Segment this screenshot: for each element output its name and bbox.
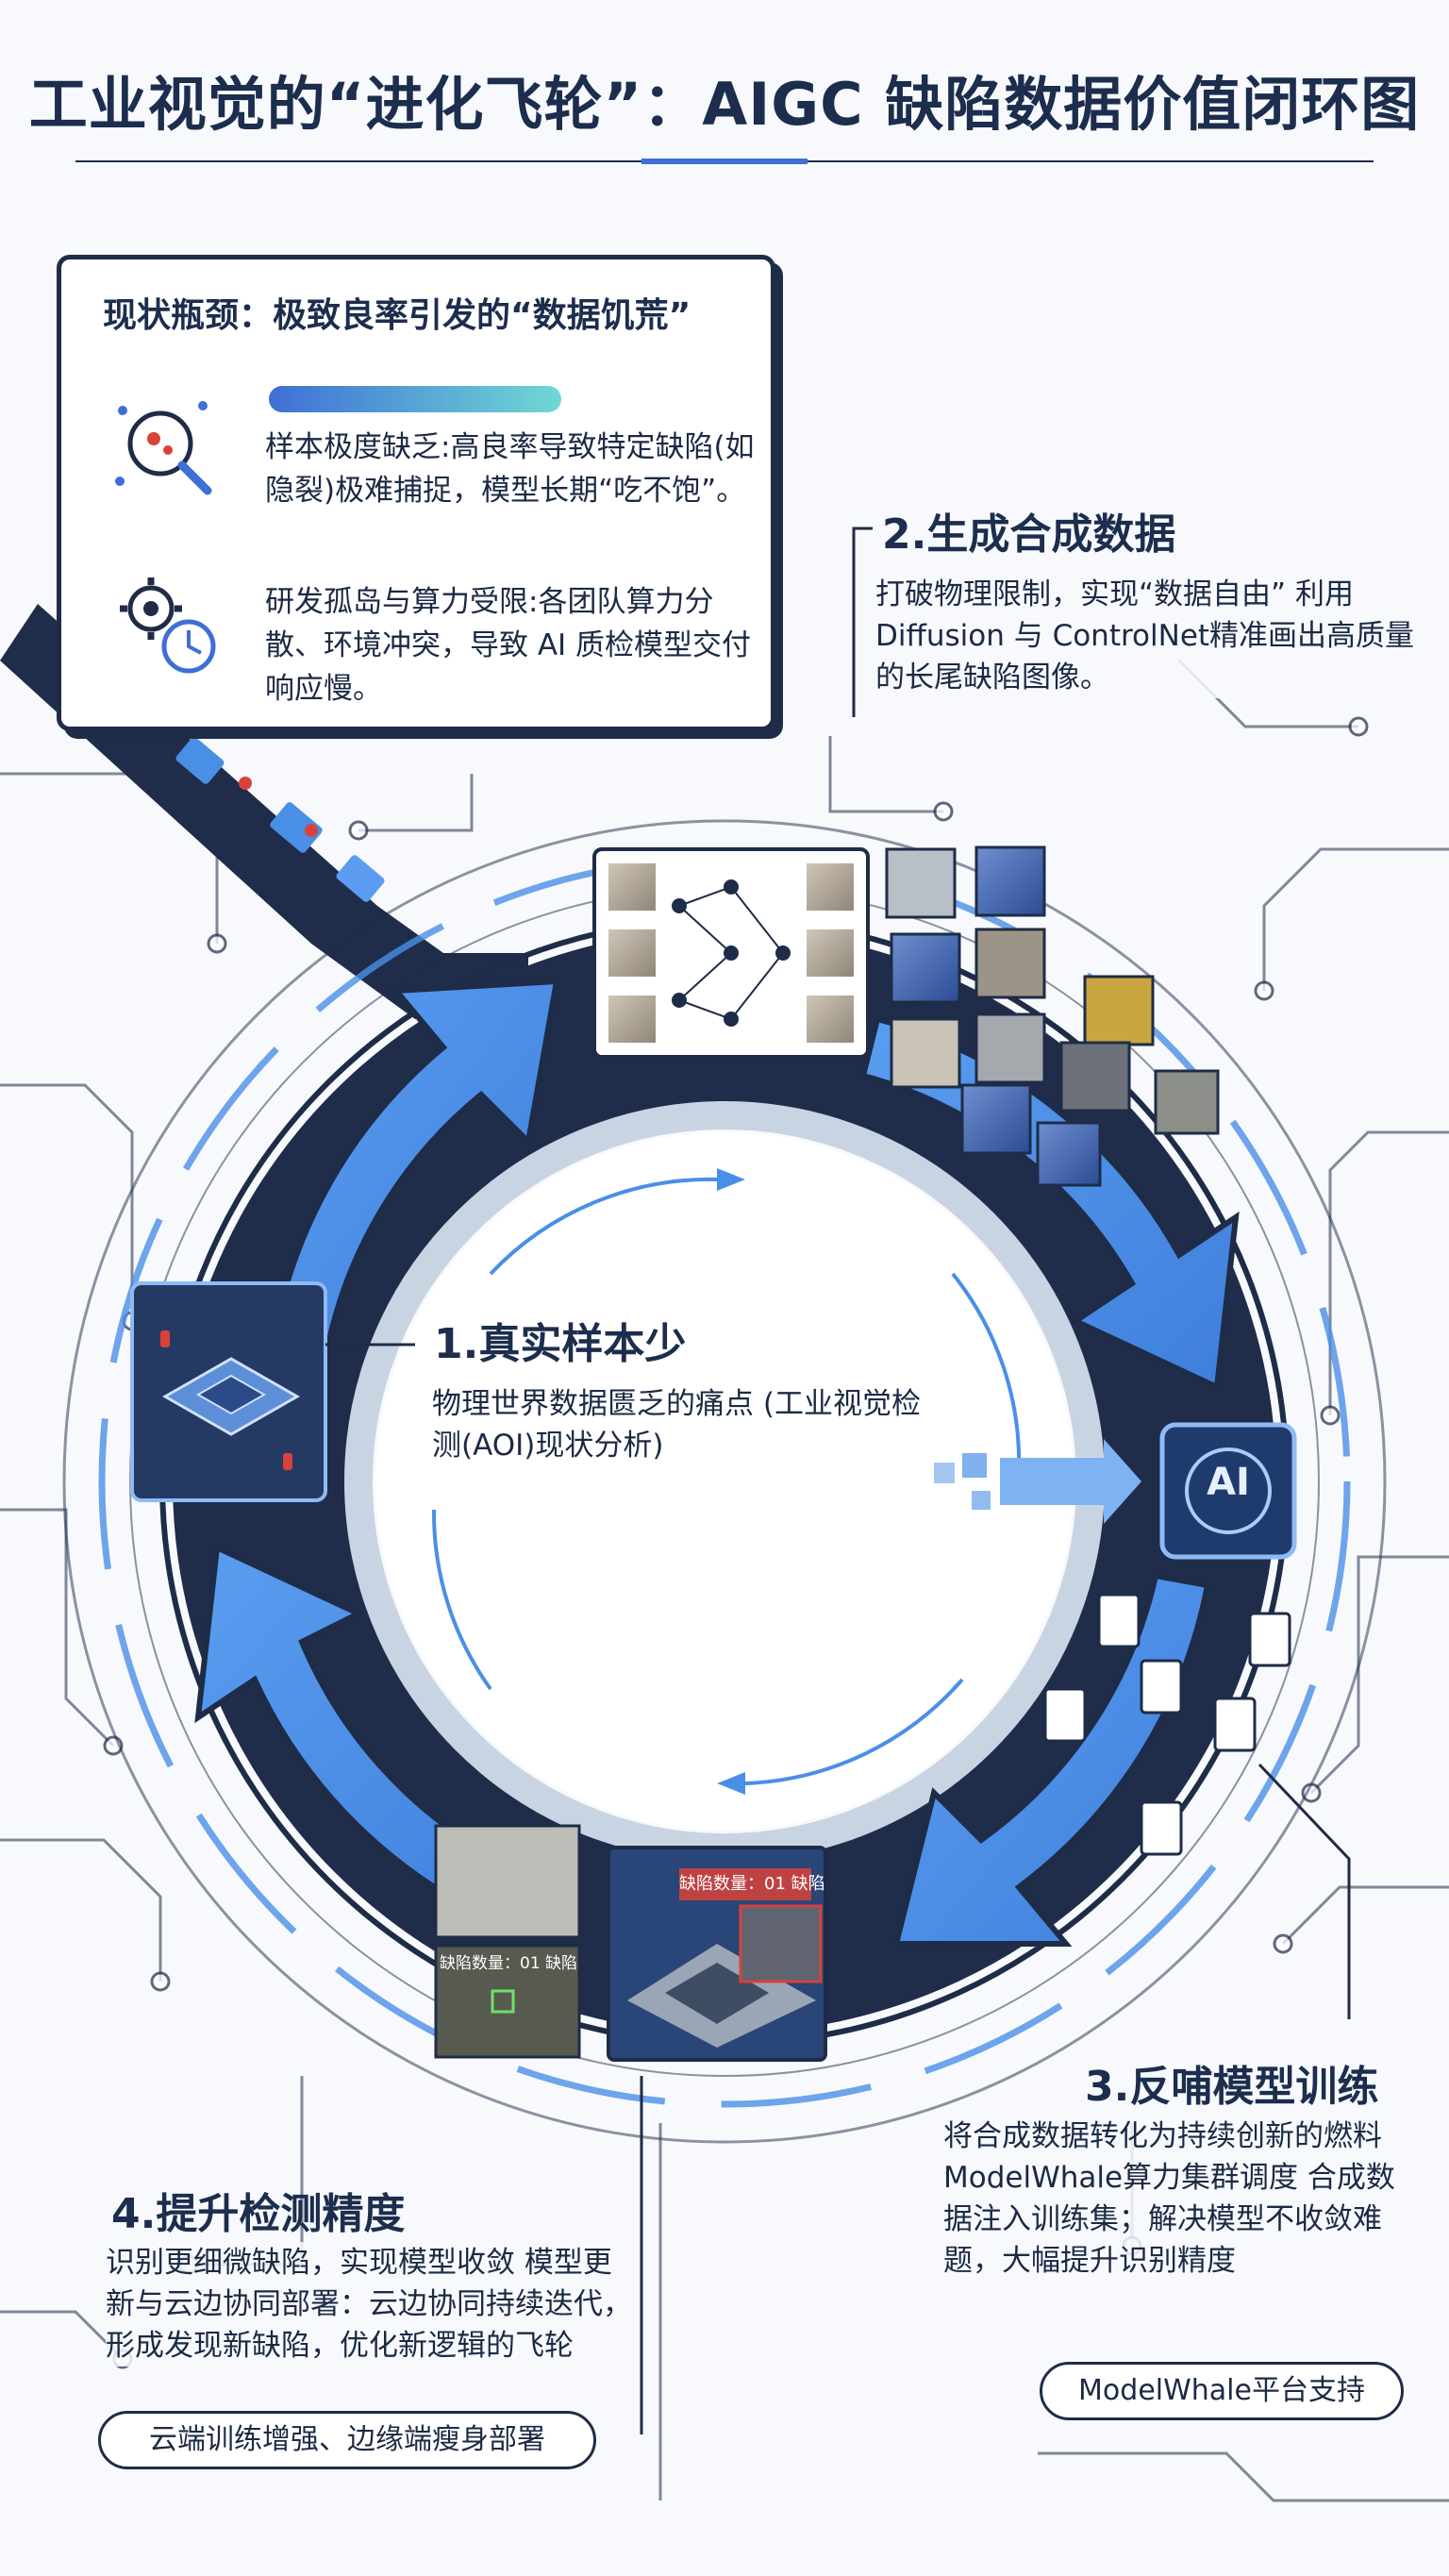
step-2-text: 打破物理限制，实现“数据自由” 利用 Diffusion 与 ControlNe… (875, 574, 1423, 698)
page-title: 工业视觉的“进化飞轮”：AIGC 缺陷数据价值闭环图 (28, 70, 1421, 139)
issue-text: 研发孤岛与算力受限:各团队算力分散、环境冲突，导致 AI 质检模型交付响应慢。 (265, 585, 752, 706)
status-panel: 现状瓶颈：极致良率引发的“数据饥荒” 样本极度缺乏:高良率导致特定缺陷(如隐裂)… (57, 255, 775, 731)
status-panel-title: 现状瓶颈：极致良率引发的“数据饥荒” (103, 296, 691, 335)
step-1-text: 物理世界数据匮乏的痛点 (工业视觉检测(AOI)现状分析) (432, 1387, 921, 1463)
training-documents (1043, 1593, 1291, 1856)
step-3-title: 3.反哺模型训练 (1085, 2063, 1379, 2111)
ai-chip-label: AI (1207, 1461, 1250, 1504)
progress-bar (269, 386, 561, 412)
step-4-text: 识别更细微缺陷，实现模型收敛 模型更新与云边协同部署：云边协同持续迭代，形成发现… (106, 2242, 634, 2367)
magnifier-defect-icon (115, 401, 212, 495)
data-stream (934, 1439, 1141, 1524)
issue-text: 样本极度缺乏:高良率导致特定缺陷(如隐裂)极难捕捉，模型长期“吃不饱”。 (265, 430, 755, 508)
synthetic-defect-images (885, 845, 1220, 1187)
ai-chip-badge (1159, 1422, 1297, 1560)
inner-cycle-arrows (431, 1177, 1022, 1785)
step-1-title: 1.真实样本少 (434, 1320, 687, 1368)
step-3-text: 将合成数据转化为持续创新的燃料 ModelWhale算力集群调度 合成数据注入训… (943, 2116, 1406, 2282)
inspection-label: 缺陷数量：01 缺陷 (679, 1874, 825, 1894)
deployment-badge: 云端训练增强、边缘端瘦身部署 (98, 2411, 596, 2469)
inspection-images (434, 1824, 827, 2062)
real-sample-chip-image (130, 1281, 327, 1502)
gear-clock-icon (120, 577, 216, 674)
step-2-title: 2.生成合成数据 (882, 510, 1176, 559)
step-4-title: 4.提升检测精度 (111, 2190, 406, 2238)
title-divider (75, 159, 1374, 164)
generation-panel (592, 847, 870, 1059)
inspection-label: 缺陷数量：01 缺陷 (440, 1954, 578, 1973)
platform-badge: ModelWhale平台支持 (1040, 2362, 1404, 2420)
inner-hub (375, 1132, 1074, 1831)
flywheel-arrow-top-left (270, 978, 560, 1363)
